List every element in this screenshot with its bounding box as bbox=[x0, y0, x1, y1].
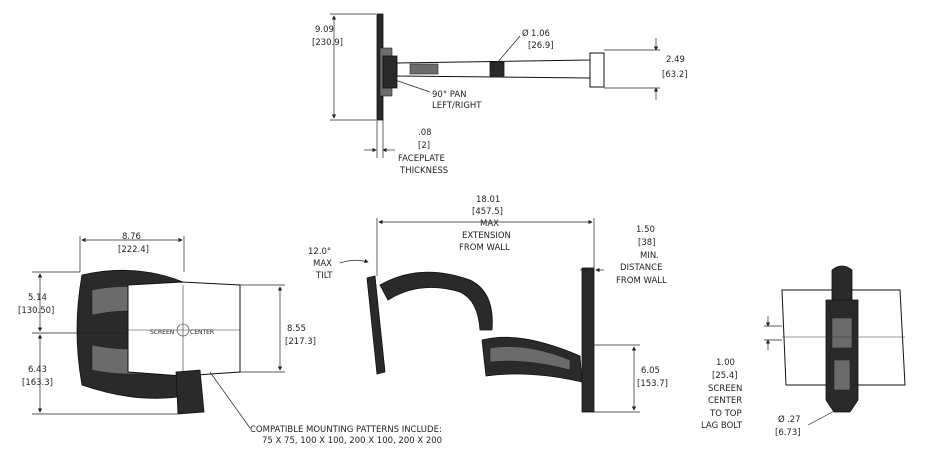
front-plate-label-2: CENTER bbox=[190, 329, 214, 336]
top-view: 9.09 [230.9] Ø 1.06 [26.9] 2.49 [63.2] 9… bbox=[312, 13, 688, 176]
back-label-1: SCREEN bbox=[708, 384, 742, 394]
patterns-heading: COMPATIBLE MOUNTING PATTERNS INCLUDE: bbox=[250, 425, 442, 435]
top-diameter-symbol: Ø bbox=[522, 28, 529, 39]
front-plate-height-mm: [217.3] bbox=[285, 337, 316, 347]
top-hinge bbox=[382, 55, 398, 89]
bolt-diameter-mm: [6.73] bbox=[775, 428, 801, 438]
front-upper-mm: [130.50] bbox=[18, 306, 54, 316]
min-distance-mm: [38] bbox=[638, 238, 655, 248]
top-height-mm: [230.9] bbox=[312, 38, 343, 48]
front-pivot-block bbox=[175, 369, 205, 415]
extension-mm: [457.5] bbox=[472, 207, 503, 217]
back-screen-center-in: 1.00 bbox=[716, 358, 735, 368]
tilt-degrees: 12.0° bbox=[308, 247, 331, 257]
front-vesa-plate bbox=[127, 281, 241, 377]
top-pan-degrees: 90° PAN bbox=[432, 90, 467, 100]
back-label-3: TO TOP bbox=[709, 409, 742, 419]
back-label-4: LAG BOLT bbox=[701, 421, 743, 431]
bolt-diameter-in: .27 bbox=[787, 415, 801, 425]
diameter-leader bbox=[496, 35, 521, 64]
front-width-mm: [222.4] bbox=[118, 245, 149, 255]
side-upper-arm bbox=[379, 271, 493, 331]
top-pan-direction: LEFT/RIGHT bbox=[432, 101, 482, 111]
top-arm-pivot bbox=[489, 61, 505, 77]
min-distance-in: 1.50 bbox=[636, 225, 655, 235]
side-bottom-in: 6.05 bbox=[641, 366, 660, 376]
min-distance-label-3: FROM WALL bbox=[616, 276, 667, 286]
back-screen-center-mm: [25.4] bbox=[712, 371, 738, 381]
top-arm-height-mm: [63.2] bbox=[662, 70, 688, 80]
faceplate-mm: [2] bbox=[418, 141, 430, 151]
extension-label-3: FROM WALL bbox=[459, 243, 510, 253]
faceplate-in: .08 bbox=[418, 128, 432, 138]
top-diameter-in: 1.06 bbox=[531, 29, 550, 39]
back-label-2: CENTER bbox=[708, 396, 742, 406]
front-upper-in: 5.14 bbox=[28, 293, 47, 303]
side-bottom-mm: [153.7] bbox=[637, 379, 668, 389]
back-view: 1.00 [25.4] SCREEN CENTER TO TOP LAG BOL… bbox=[701, 265, 906, 438]
patterns-list: 75 X 75, 100 X 100, 200 X 100, 200 X 200 bbox=[262, 436, 442, 446]
front-width-in: 8.76 bbox=[122, 232, 141, 242]
top-diameter-mm: [26.9] bbox=[528, 41, 554, 51]
side-view: 18.01 [457.5] MAX EXTENSION FROM WALL 12… bbox=[308, 195, 668, 413]
side-tv-plate bbox=[366, 275, 386, 375]
extension-label-2: EXTENSION bbox=[462, 231, 511, 241]
front-lower-mm: [163.3] bbox=[22, 378, 53, 388]
min-distance-label-2: DISTANCE bbox=[620, 263, 662, 273]
front-view: SCREEN CENTER 8.76 [222.4] 5.14 [130.50]… bbox=[18, 232, 442, 446]
top-arm-height-in: 2.49 bbox=[666, 55, 685, 65]
front-plate-height-in: 8.55 bbox=[287, 324, 306, 334]
faceplate-label-1: FACEPLATE bbox=[398, 154, 445, 164]
top-wall-bracket bbox=[589, 52, 605, 88]
extension-in: 18.01 bbox=[476, 195, 500, 205]
tilt-label-2: TILT bbox=[315, 271, 333, 281]
faceplate-label-2: THICKNESS bbox=[399, 166, 448, 176]
front-lower-in: 6.43 bbox=[28, 365, 47, 375]
side-wall-plate bbox=[581, 267, 595, 413]
back-arm-column bbox=[825, 299, 859, 413]
back-top-hook bbox=[831, 265, 853, 301]
bolt-diameter-symbol: Ø bbox=[778, 414, 785, 425]
front-plate-label-1: SCREEN bbox=[150, 329, 174, 336]
tilt-label-1: MAX bbox=[313, 259, 332, 269]
top-arm-joint bbox=[409, 63, 439, 75]
top-height-in: 9.09 bbox=[315, 25, 334, 35]
extension-label-1: MAX bbox=[480, 219, 499, 229]
min-distance-label-1: MIN. bbox=[640, 251, 659, 261]
